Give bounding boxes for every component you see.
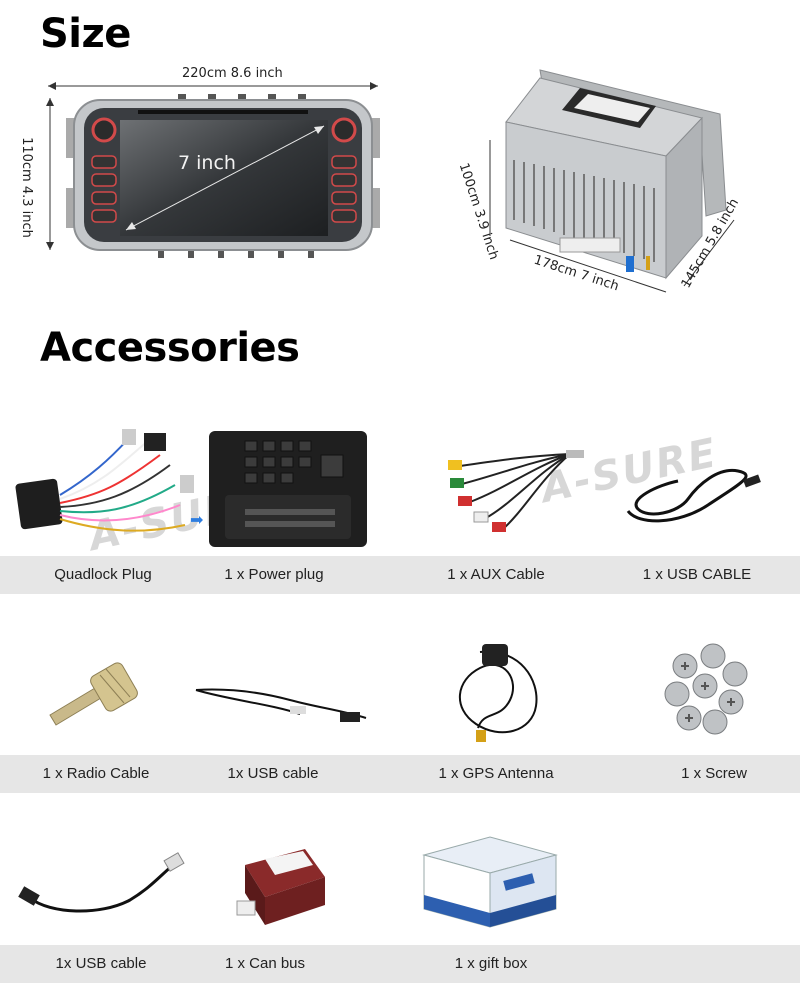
power-plug-image	[209, 431, 367, 547]
quadlock-plug-image	[15, 429, 194, 532]
accessory-label: 1 x Radio Cable	[42, 765, 150, 782]
accessory-label: 1 x GPS Antenna	[438, 765, 554, 782]
gift-box-image	[422, 836, 558, 928]
screws-image	[664, 643, 748, 735]
usb-cable-short-image	[195, 688, 367, 722]
accessory-label: 1 x AUX Cable	[447, 566, 545, 583]
gps-antenna-image	[459, 644, 538, 742]
rear-unit-image	[489, 69, 735, 293]
front-width-label: 220cm 8.6 inch	[182, 66, 283, 81]
accessory-label: 1 x Screw	[681, 765, 747, 782]
accessory-label: 1 x Power plug	[224, 566, 324, 583]
aux-cable-image	[448, 450, 584, 532]
screen-diagonal-label: 7 inch	[178, 152, 236, 174]
accessory-row-3: 1x USB cable 1 x Can bus 1 x gift box	[0, 945, 800, 983]
accessory-label: 1 x Can bus	[224, 955, 306, 972]
accessories-heading: Accessories	[40, 325, 300, 371]
usb-cable-image	[626, 468, 761, 523]
radio-cable-image	[49, 662, 138, 726]
front-unit-image	[46, 82, 380, 258]
usb-cable-long-image	[18, 852, 185, 913]
accessory-label: Quadlock Plug	[54, 566, 152, 583]
arrow-right-icon: ➡	[190, 512, 204, 529]
can-bus-image	[236, 849, 325, 925]
accessory-label: 1x USB cable	[227, 765, 319, 782]
size-heading: Size	[40, 11, 131, 57]
accessory-row-2: 1 x Radio Cable 1x USB cable 1 x GPS Ant…	[0, 755, 800, 793]
accessory-row-1: Quadlock Plug 1 x Power plug 1 x AUX Cab…	[0, 556, 800, 594]
accessory-label: 1 x gift box	[454, 955, 528, 972]
accessory-label: 1 x USB CABLE	[642, 566, 752, 583]
accessory-label: 1x USB cable	[55, 955, 147, 972]
